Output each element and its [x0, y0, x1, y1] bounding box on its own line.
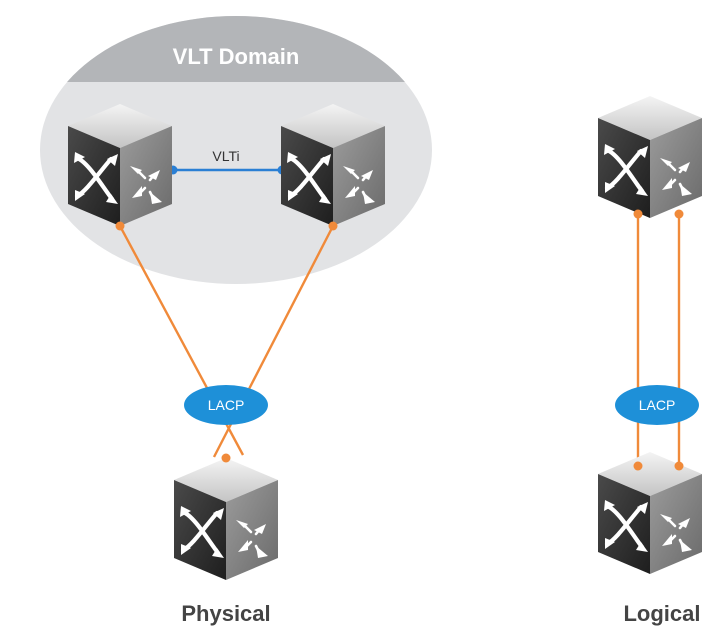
vlt-domain-label: VLT Domain — [173, 44, 300, 69]
lacp-bubble-logical — [615, 385, 699, 425]
link-endpoint — [674, 209, 684, 219]
logical-lacp-links — [636, 214, 681, 466]
link-endpoint — [115, 221, 125, 231]
vlti-label: VLTi — [212, 148, 239, 164]
switch-cube-icon — [68, 104, 172, 226]
lacp-label-physical: LACP — [208, 397, 245, 413]
caption-logical: Logical — [623, 601, 700, 626]
lacp-label-logical: LACP — [639, 397, 676, 413]
caption-physical: Physical — [181, 601, 270, 626]
link-endpoint — [633, 209, 643, 219]
switch-cube-icon — [174, 458, 278, 580]
switch-cube-icon — [598, 96, 702, 218]
lacp-bubble-physical — [184, 385, 268, 425]
link-endpoint — [221, 453, 231, 463]
link-endpoint — [674, 461, 684, 471]
link-endpoint — [328, 221, 338, 231]
switch-cube-icon — [281, 104, 385, 226]
link-endpoint — [633, 461, 643, 471]
switch-cube-icon — [598, 452, 702, 574]
